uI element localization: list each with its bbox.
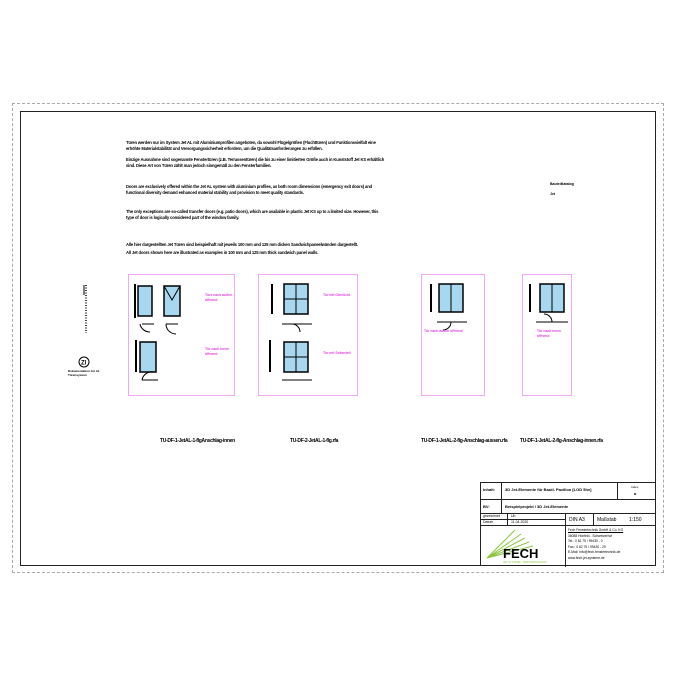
- drawing-frame: [20, 111, 656, 566]
- gezeichnet-value: Ub: [511, 514, 516, 518]
- datum-value: 11.04.2020: [511, 520, 529, 524]
- drawing-label-4: TU-DF-1-JetAL-2-flg-Anschlag-innen.rfa: [520, 438, 603, 444]
- text-de-1: Türen werden nur im System Jet AL mit Al…: [126, 140, 376, 151]
- logo-subtext: JET SYSTEME · FENSTERTECHNIK: [503, 560, 547, 564]
- datum-label: Datum: [483, 520, 494, 524]
- left-legend: Dokumentation Jet AL Türensystem: [68, 369, 100, 377]
- note: Türe nach außen öffnend: [205, 293, 233, 302]
- note: Tür mit Oberlicht: [323, 293, 351, 297]
- drawing-label-2: TU-DF-2-JetAL-1-flg.rfa: [290, 438, 339, 444]
- door-elevation-3: [430, 283, 467, 331]
- note: Tür nach innen öffnend: [537, 329, 562, 338]
- text-en-3: All Jet doors shown here are illustrated…: [126, 250, 319, 255]
- address-line: E-Mail: info@fech-fenstertechnik.de: [568, 550, 621, 554]
- index-value: a: [634, 491, 637, 496]
- address-line: Fech Fenstertechnik GmbH & Co. KG: [568, 528, 624, 532]
- format: DIN A3: [569, 517, 585, 523]
- drawing-panel-1: Türe nach außen öffnend Tür nach innen ö…: [128, 274, 235, 396]
- massstab-value: 1:150: [629, 517, 642, 523]
- drawing-panel-2: Tür mit Oberlicht Tür mit Seitenteil: [258, 274, 358, 396]
- note: Tür mit Seitenteil: [323, 351, 351, 355]
- massstab-label: Maßstab: [597, 517, 617, 523]
- text-en-2: The only exceptions are so-called transf…: [126, 209, 379, 220]
- logo-text: FECH: [503, 546, 538, 561]
- drawing-label-1: TU-DF-1-JetAL-1-flgAnschlag-innen: [160, 438, 235, 444]
- sheet-border: [12, 103, 664, 573]
- side-note-1: Bauteilkatalog: [550, 182, 574, 186]
- index-label: Index: [631, 485, 639, 489]
- bv-value: Beispielprojekt / 3D Jet-Elemente: [505, 504, 569, 509]
- address-line: Tel.: 0 62 75 / 99430 - 0: [568, 539, 603, 543]
- fech-logo: FECH JET SYSTEME · FENSTERTECHNIK: [486, 529, 547, 564]
- title-block: Inhalt: 3D Jet-Elemente für Bautl. Pavil…: [480, 482, 656, 567]
- door-elevations-2: [269, 283, 312, 381]
- svg-text:Zl: Zl: [81, 361, 87, 367]
- company-address: Fech Fenstertechnik GmbH & Co. KG 36088 …: [568, 528, 623, 561]
- side-note-2: Jet: [550, 192, 556, 196]
- bv-label: BV:: [483, 504, 490, 509]
- drawing-panel-3: Tür nach außen öffnend: [421, 274, 485, 396]
- address-line: Fax.: 0 62 75 / 99430 - 29: [568, 544, 606, 549]
- door-elevation-4: [529, 283, 568, 323]
- door-elevations-1: [134, 284, 181, 381]
- system-logo-icon: Zl: [78, 356, 90, 368]
- text-de-3: Alle hier dargestellten Jet Türen sind b…: [126, 242, 358, 247]
- inhalt-label: Inhalt:: [483, 487, 495, 492]
- drawing-label-3: TU-DF-1-JetAL-2-flg-Anschlag-aussen.rfa: [421, 438, 508, 444]
- address-line: www.fech-jet-systeme.de: [568, 555, 605, 560]
- gezeichnet-label: gezeichnet: [483, 514, 500, 518]
- dimension-scale: [83, 285, 87, 333]
- text-en-1: Doors are exclusively offered within the…: [126, 184, 373, 195]
- note: Tür nach innen öffnend: [205, 347, 230, 356]
- drawing-panel-4: Tür nach innen öffnend: [522, 274, 572, 396]
- note: Tür nach außen öffnend: [424, 329, 463, 333]
- inhalt-value: 3D Jet-Elemente für Bautl. Pavillon [LOD…: [505, 487, 592, 492]
- address-line: 36088 Hünfeld - Schweizerhof: [568, 533, 613, 538]
- text-de-2: Einzige Ausnahme sind sogenannte Fenster…: [126, 157, 385, 168]
